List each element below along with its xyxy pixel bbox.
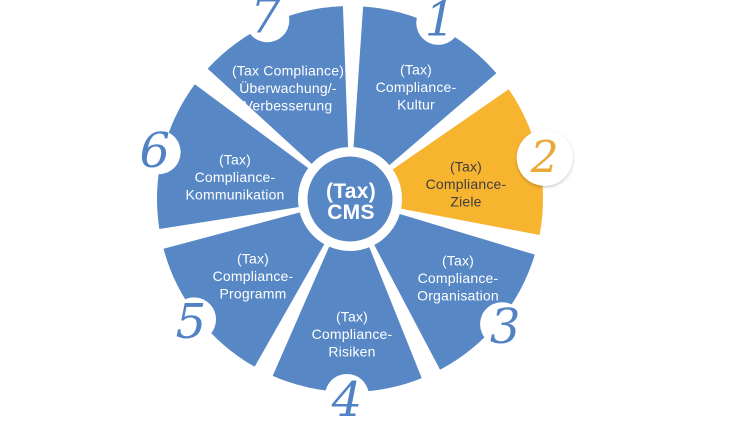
- segment-1-label-line: Kultur: [397, 97, 435, 113]
- segment-6-number: 6: [139, 123, 170, 179]
- segment-1-label: (Tax)Compliance- Kultur: [376, 62, 457, 113]
- segment-4-label: (Tax)Compliance- Risiken: [312, 309, 393, 360]
- segment-5-label-line: Programm: [220, 286, 287, 302]
- segment-7-label-line: Verbesserung: [244, 98, 333, 114]
- segment-1-label-line: (Tax): [400, 62, 432, 78]
- segment-5-number: 5: [176, 294, 207, 350]
- segment-3-label-line: (Tax): [442, 253, 474, 269]
- segment-1-number: 1: [425, 0, 456, 47]
- segment-2-highlight-badge: [516, 129, 573, 186]
- segment-5-number-notch: [172, 297, 217, 342]
- segment-3-label-line: Compliance-: [418, 270, 499, 286]
- segment-4-wedge: [272, 199, 422, 393]
- segment-2-label-line: Compliance-: [426, 176, 507, 192]
- segment-1-number-notch: [416, 0, 461, 45]
- segment-3-label-line: Organisation: [417, 288, 499, 304]
- segment-6-label-line: Compliance-: [195, 169, 276, 185]
- center-label: (Tax)CMS: [326, 180, 376, 224]
- segment-7-number-notch: [245, 0, 290, 43]
- segment-1-label-line: Compliance-: [376, 79, 457, 95]
- segment-6-number-notch: [136, 130, 181, 175]
- center-label-line: (Tax): [326, 180, 376, 203]
- segment-4-number-notch: [324, 373, 369, 418]
- segment-6-label: (Tax)Compliance- Kommunikation: [185, 152, 284, 203]
- segment-3-label: (Tax)Compliance- Organisation: [417, 253, 499, 304]
- segment-7-number: 7: [250, 0, 281, 45]
- segment-4-label-line: (Tax): [336, 309, 368, 325]
- segment-3-number: 3: [490, 299, 521, 355]
- segment-7-label-line: Überwachung/-: [239, 79, 337, 96]
- segment-5-label-line: (Tax): [237, 251, 269, 267]
- segment-4-label-line: Compliance-: [312, 326, 393, 342]
- center-label-line: CMS: [327, 201, 375, 224]
- segment-2-number: 2: [530, 132, 559, 183]
- segment-2-label-line: (Tax): [450, 159, 482, 175]
- segment-2-label-line: Ziele: [450, 194, 481, 210]
- segment-4-number: 4: [331, 372, 363, 428]
- center-circle: [307, 156, 393, 242]
- segment-7-label: (Tax Compliance)Überwachung/- Verbesserun…: [232, 63, 344, 114]
- segment-3-number-notch: [480, 302, 525, 347]
- segment-4-label-line: Risiken: [328, 344, 375, 360]
- segment-7-wedge: [207, 6, 350, 199]
- segment-2-label: (Tax)Compliance- Ziele: [426, 159, 507, 210]
- segment-7-label-line: (Tax Compliance): [232, 63, 344, 79]
- segment-6-label-line: Kommunikation: [185, 187, 284, 203]
- segment-6-label-line: (Tax): [219, 152, 251, 168]
- segment-1-wedge: [350, 6, 497, 200]
- segment-5-label-line: Compliance-: [213, 268, 294, 284]
- segment-5-label: (Tax)Compliance- Programm: [213, 251, 294, 302]
